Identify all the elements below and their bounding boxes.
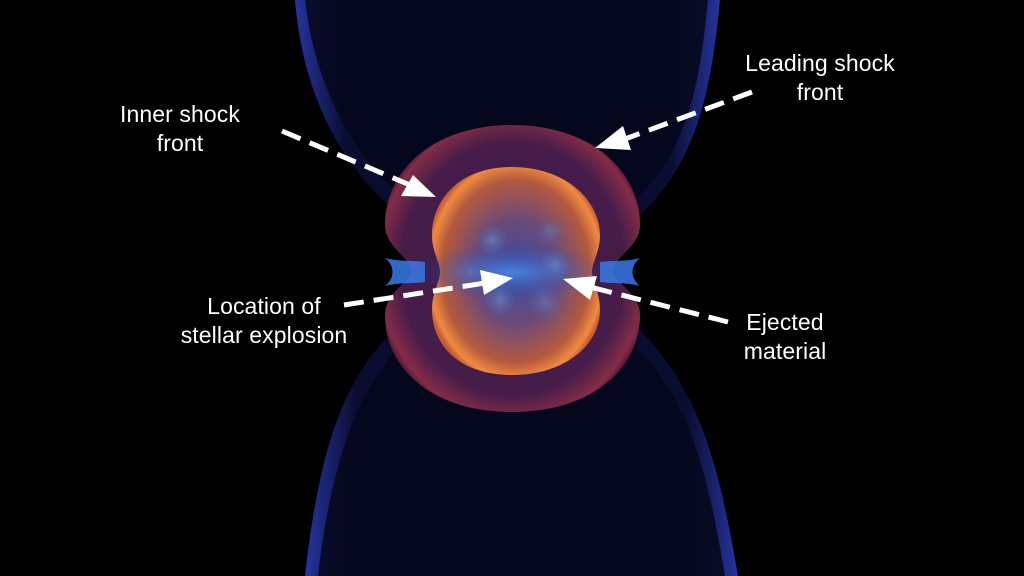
arrow-leading-shock <box>595 89 753 150</box>
label-leading-shock-front: Leading shock front <box>730 49 910 107</box>
label-ejected-line1: Ejected <box>746 309 824 335</box>
ejected-material-wings <box>385 258 640 286</box>
label-explosion-location: Location of stellar explosion <box>166 292 362 350</box>
outer-lobe-bottom <box>305 330 738 576</box>
label-ejected-material: Ejected material <box>730 308 840 366</box>
label-explosion-line1: Location of <box>207 293 321 319</box>
outer-lobe-top <box>295 0 720 215</box>
label-inner-shock-line1: Inner shock <box>120 101 240 127</box>
label-inner-shock-line2: front <box>156 130 204 156</box>
label-leading-shock-line1: Leading shock <box>745 50 895 76</box>
annotation-arrows <box>281 89 753 325</box>
label-inner-shock-front: Inner shock front <box>110 100 250 158</box>
arrow-explosion-location <box>343 270 513 308</box>
label-explosion-line2: stellar explosion <box>180 322 348 348</box>
arrow-ejected-material <box>563 276 729 325</box>
arrow-inner-shock <box>281 128 436 197</box>
label-ejected-line2: material <box>743 338 827 364</box>
label-leading-shock-line2: front <box>796 79 844 105</box>
